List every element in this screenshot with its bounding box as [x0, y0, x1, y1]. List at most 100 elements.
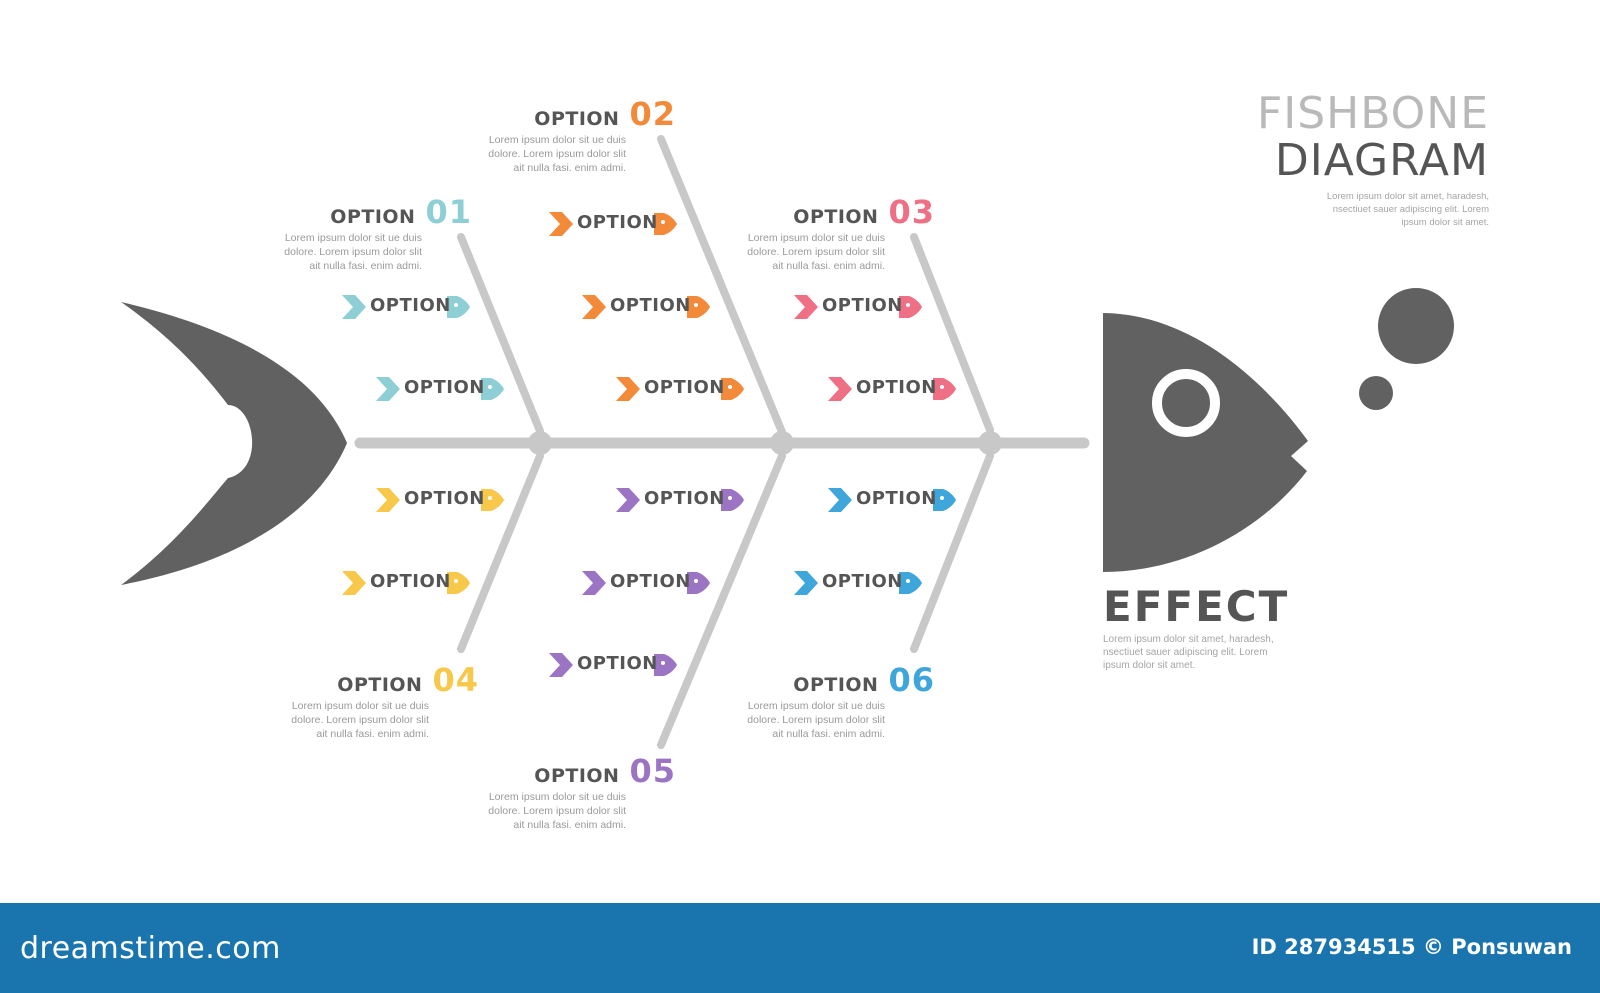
category-number: 01 [425, 193, 472, 231]
footer-bar: dreamstime.com ID 287934515 © Ponsuwan [0, 903, 1600, 993]
cause-label: OPTION [856, 377, 937, 398]
cause-tail-icon [582, 295, 606, 319]
category-heading: OPTION 04 [337, 661, 479, 699]
category-number: 02 [629, 95, 676, 133]
cause-label: OPTION [577, 653, 658, 674]
cause-eye-icon [661, 661, 665, 665]
cause-eye-icon [694, 303, 698, 307]
bones [354, 135, 1090, 749]
cause-label: OPTION [610, 295, 691, 316]
cause-icons [342, 212, 956, 677]
cause-label: OPTION [404, 488, 485, 509]
fish-head [1103, 313, 1308, 572]
cause-head-icon [933, 489, 956, 511]
category-label: OPTION [330, 206, 416, 228]
cause-head-icon [899, 572, 922, 594]
category-heading: OPTION 01 [330, 193, 472, 231]
category-heading: OPTION 05 [534, 752, 676, 790]
cause-label: OPTION [404, 377, 485, 398]
cause-label: OPTION [577, 212, 658, 233]
category-number: 03 [888, 193, 935, 231]
cause-eye-icon [940, 496, 944, 500]
fish-eye-icon [1152, 369, 1220, 437]
joint-1 [528, 431, 552, 455]
title-line-2: DIAGRAM [1274, 135, 1489, 186]
cause-tail-icon [342, 571, 366, 595]
cause-tail-icon [342, 295, 366, 319]
bone-01 [457, 233, 544, 435]
cause-head-icon [654, 654, 677, 676]
effect-label: EFFECT [1103, 582, 1290, 631]
bone-04 [457, 452, 544, 653]
cause-tail-icon [582, 571, 606, 595]
fish-tail [121, 302, 347, 585]
cause-eye-icon [454, 579, 458, 583]
category-number: 05 [629, 752, 676, 790]
bone-02 [657, 135, 786, 436]
category-label: OPTION [534, 765, 620, 787]
cause-head-icon [933, 378, 956, 400]
category-number: 06 [888, 661, 935, 699]
category-heading: OPTION 03 [793, 193, 935, 231]
cause-label: OPTION [822, 571, 903, 592]
cause-tail-icon [376, 377, 400, 401]
cause-eye-icon [728, 385, 732, 389]
cause-label: OPTION [644, 377, 725, 398]
cause-tail-icon [549, 653, 573, 677]
bone-05 [657, 452, 786, 749]
cause-eye-icon [940, 385, 944, 389]
cause-label: OPTION [370, 295, 451, 316]
cause-head-icon [447, 296, 470, 318]
cause-tail-icon [549, 212, 573, 236]
cause-label: OPTION [370, 571, 451, 592]
joint-3 [978, 431, 1002, 455]
cause-eye-icon [906, 579, 910, 583]
joint-2 [770, 431, 794, 455]
cause-label: OPTION [822, 295, 903, 316]
bone-06 [910, 452, 994, 653]
cause-eye-icon [488, 385, 492, 389]
bubble-large-icon [1378, 288, 1454, 364]
category-number: 04 [432, 661, 479, 699]
cause-tail-icon [828, 377, 852, 401]
cause-eye-icon [906, 303, 910, 307]
category-heading: OPTION 06 [793, 661, 935, 699]
category-label: OPTION [793, 674, 879, 696]
title-description: Lorem ipsum dolor sit amet, haradesh, ns… [1326, 191, 1489, 228]
cause-eye-icon [728, 496, 732, 500]
cause-head-icon [721, 378, 744, 400]
cause-tail-icon [376, 488, 400, 512]
cause-eye-icon [454, 303, 458, 307]
cause-label: OPTION [644, 488, 725, 509]
category-label: OPTION [793, 206, 879, 228]
cause-label: OPTION [610, 571, 691, 592]
bone-03 [910, 233, 994, 434]
bubble-small-icon [1359, 376, 1393, 410]
footer-logo[interactable]: dreamstime.com [20, 931, 281, 966]
cause-head-icon [447, 572, 470, 594]
category-label: OPTION [337, 674, 423, 696]
cause-head-icon [654, 213, 677, 235]
cause-head-icon [721, 489, 744, 511]
cause-tail-icon [616, 488, 640, 512]
footer-credit: ID 287934515 © Ponsuwan [1251, 935, 1572, 959]
cause-eye-icon [661, 220, 665, 224]
cause-tail-icon [794, 295, 818, 319]
cause-label: OPTION [856, 488, 937, 509]
cause-head-icon [687, 296, 710, 318]
cause-head-icon [481, 378, 504, 400]
title-block: FISHBONE DIAGRAM Lorem ipsum dolor sit a… [1169, 88, 1489, 229]
effect-description: Lorem ipsum dolor sit amet, haradesh, ns… [1103, 634, 1274, 671]
